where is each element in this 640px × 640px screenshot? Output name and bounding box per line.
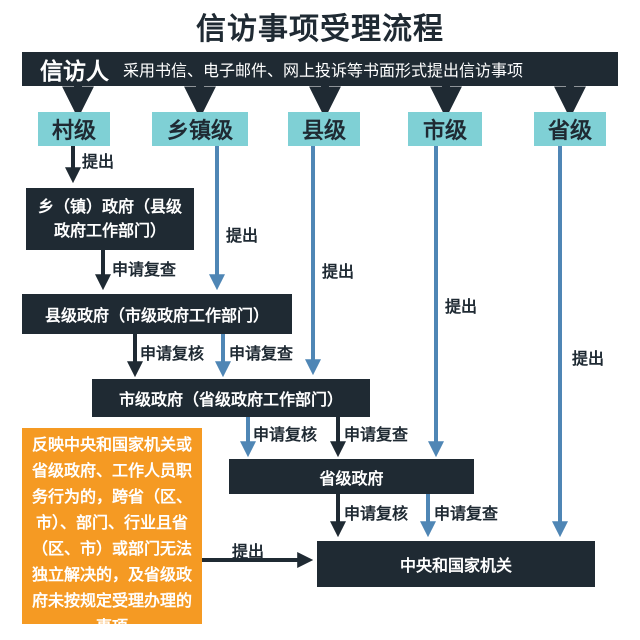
level-county: 县级 xyxy=(288,112,360,146)
top-bar-description: 采用书信、电子邮件、网上投诉等书面形式提出信访事项 xyxy=(123,61,524,80)
label-submit-county: 提出 xyxy=(322,262,355,281)
label-apply-review-township: 申请复查 xyxy=(112,260,177,279)
label-apply-recheck-city: 申请复核 xyxy=(253,425,318,444)
label-submit-note: 提出 xyxy=(232,542,265,561)
label-submit-city: 提出 xyxy=(445,297,478,316)
side-note: 反映中央和国家机关或省级政府、工作人员职务行为的，跨省（区、市）、部门、行业且省… xyxy=(22,428,202,636)
actor-label: 信访人 xyxy=(40,59,109,85)
box-city-government: 市级政府（省级政府工作部门） xyxy=(92,379,370,417)
level-township: 乡镇级 xyxy=(152,112,248,146)
page-title: 信访事项受理流程 xyxy=(196,12,444,47)
label-submit-village: 提出 xyxy=(82,152,115,171)
label-apply-recheck-county: 申请复核 xyxy=(140,344,205,363)
box-township-government: 乡（镇）政府（县级政府工作部门） xyxy=(26,188,194,250)
label-apply-recheck-province: 申请复核 xyxy=(344,504,409,523)
label-submit-township: 提出 xyxy=(226,226,259,245)
label-apply-review-county: 申请复查 xyxy=(229,344,294,363)
label-apply-review-city: 申请复查 xyxy=(344,425,409,444)
box-central-state-organs: 中央和国家机关 xyxy=(317,541,595,587)
level-city: 市级 xyxy=(408,112,482,146)
box-county-government: 县级政府（市级政府工作部门） xyxy=(22,294,292,334)
top-bar: 信访人 采用书信、电子邮件、网上投诉等书面形式提出信访事项 xyxy=(22,52,618,86)
level-village: 村级 xyxy=(38,112,110,146)
label-submit-province: 提出 xyxy=(572,349,605,368)
label-apply-review-province: 申请复查 xyxy=(434,504,499,523)
level-province: 省级 xyxy=(534,112,606,146)
box-province-government: 省级政府 xyxy=(229,459,474,494)
